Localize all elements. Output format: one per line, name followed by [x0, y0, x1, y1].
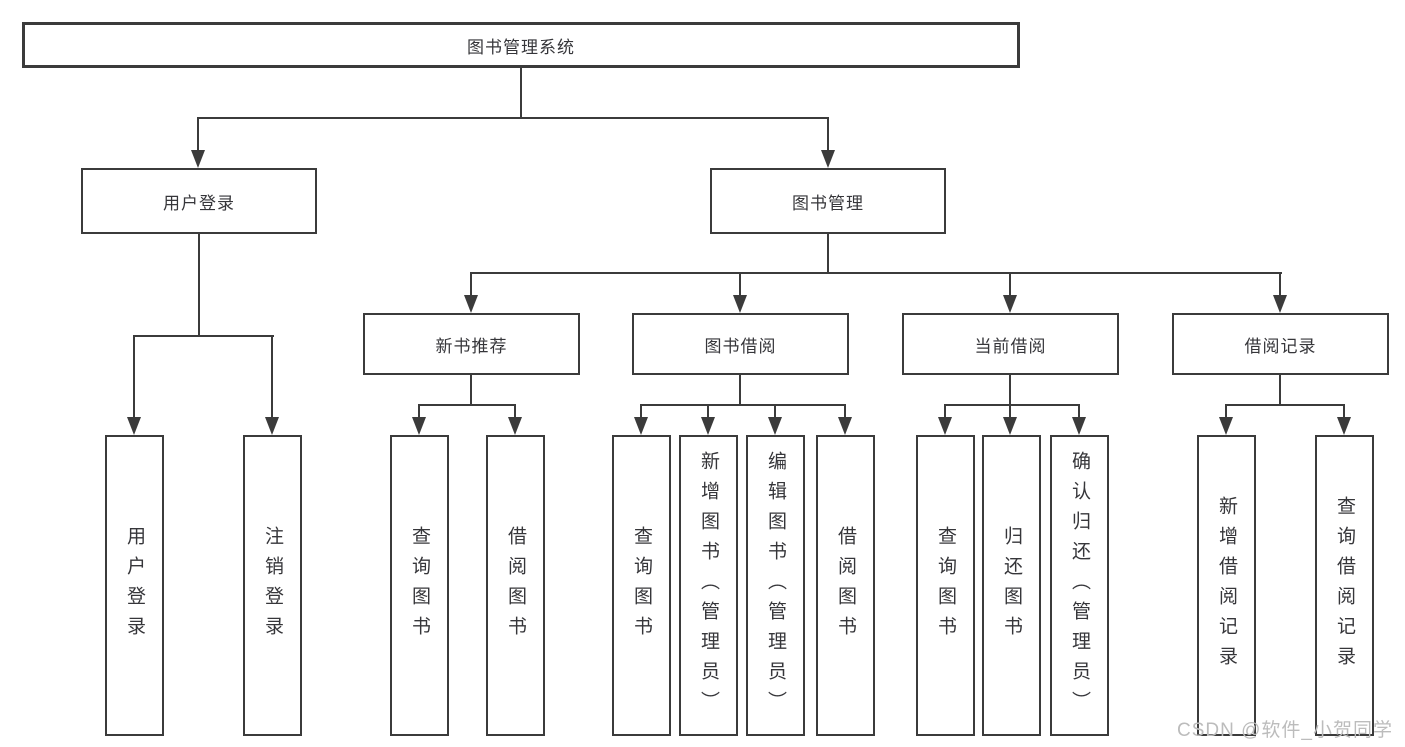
csdn-watermark: CSDN @软件_小贺同学: [1177, 720, 1393, 741]
leaf-query-borrow-record: 查询借阅记录: [1315, 435, 1374, 736]
connector-to-leaf: [640, 404, 642, 419]
connector-to-node: [470, 272, 472, 297]
leaf-borrow-books-recommend: 借阅图书: [486, 435, 545, 736]
arrow-down-icon: [821, 150, 835, 168]
leaf-label: 新增借阅记录: [1216, 495, 1237, 676]
leaf-query-books-borrow: 查询图书: [612, 435, 671, 736]
connector-to-leaf: [1078, 404, 1080, 419]
connector-records-stem: [1279, 375, 1281, 406]
leaf-label: 编辑图书（管理员）: [765, 450, 786, 721]
arrow-down-icon: [1003, 417, 1017, 435]
leaf-label: 查询借阅记录: [1334, 495, 1355, 676]
connector-to-node: [1279, 272, 1281, 297]
connector-current-rail: [944, 404, 1080, 406]
leaf-confirm-return-admin: 确认归还（管理员）: [1050, 435, 1109, 736]
leaf-add-book-admin: 新增图书（管理员）: [679, 435, 738, 736]
arrow-down-icon: [938, 417, 952, 435]
connector-to-leaf: [418, 404, 420, 419]
connector-to-leaf: [844, 404, 846, 419]
arrow-down-icon: [1072, 417, 1086, 435]
leaf-label: 确认归还（管理员）: [1069, 450, 1090, 721]
connector-to-leaf: [1225, 404, 1227, 419]
connector-to-leaf: [133, 335, 135, 419]
connector-to-leaf: [1009, 404, 1011, 419]
connector-to-leaf: [774, 404, 776, 419]
arrow-down-icon: [733, 295, 747, 313]
leaf-query-books-recommend: 查询图书: [390, 435, 449, 736]
connector-borrow-rail: [640, 404, 846, 406]
arrow-down-icon: [768, 417, 782, 435]
node-book-management: 图书管理: [710, 168, 946, 234]
node-book-borrow: 图书借阅: [632, 313, 849, 375]
arrow-down-icon: [1219, 417, 1233, 435]
connector-recommend-stem: [470, 375, 472, 406]
connector-book-mgmt-stem: [827, 234, 829, 274]
connector-book-mgmt-rail: [470, 272, 1282, 274]
arrow-down-icon: [191, 150, 205, 168]
connector-to-node: [1009, 272, 1011, 297]
connector-root-stem: [520, 68, 522, 118]
connector-root-to-book-management: [827, 117, 829, 152]
arrow-down-icon: [464, 295, 478, 313]
leaf-label: 借阅图书: [505, 525, 526, 646]
leaf-label: 查询图书: [935, 525, 956, 646]
connector-records-rail: [1225, 404, 1345, 406]
arrow-down-icon: [265, 417, 279, 435]
node-current-borrow: 当前借阅: [902, 313, 1119, 375]
connector-current-stem: [1009, 375, 1011, 406]
leaf-label: 归还图书: [1001, 525, 1022, 646]
leaf-return-book: 归还图书: [982, 435, 1041, 736]
leaf-label: 借阅图书: [835, 525, 856, 646]
leaf-edit-book-admin: 编辑图书（管理员）: [746, 435, 805, 736]
arrow-down-icon: [412, 417, 426, 435]
leaf-add-borrow-record: 新增借阅记录: [1197, 435, 1256, 736]
connector-to-leaf: [944, 404, 946, 419]
arrow-down-icon: [838, 417, 852, 435]
arrow-down-icon: [508, 417, 522, 435]
arrow-down-icon: [1337, 417, 1351, 435]
leaf-label: 新增图书（管理员）: [698, 450, 719, 721]
connector-to-node: [739, 272, 741, 297]
connector-recommend-rail: [418, 404, 516, 406]
leaf-label: 注销登录: [262, 525, 283, 646]
connector-to-leaf: [514, 404, 516, 419]
arrow-down-icon: [1273, 295, 1287, 313]
leaf-borrow-books: 借阅图书: [816, 435, 875, 736]
leaf-label: 用户登录: [124, 525, 145, 646]
connector-to-leaf: [271, 335, 273, 419]
node-new-book-recommend: 新书推荐: [363, 313, 580, 375]
node-borrow-records: 借阅记录: [1172, 313, 1389, 375]
connector-borrow-stem: [739, 375, 741, 406]
connector-to-leaf: [707, 404, 709, 419]
connector-user-login-rail: [133, 335, 274, 337]
arrow-down-icon: [701, 417, 715, 435]
connector-root-to-user-login: [197, 117, 199, 152]
leaf-label: 查询图书: [631, 525, 652, 646]
arrow-down-icon: [127, 417, 141, 435]
leaf-user-login: 用户登录: [105, 435, 164, 736]
node-user-login: 用户登录: [81, 168, 317, 234]
leaf-label: 查询图书: [409, 525, 430, 646]
leaf-query-books-current: 查询图书: [916, 435, 975, 736]
leaf-logout-login: 注销登录: [243, 435, 302, 736]
arrow-down-icon: [1003, 295, 1017, 313]
connector-root-rail: [197, 117, 829, 119]
arrow-down-icon: [634, 417, 648, 435]
connector-user-login-stem: [198, 234, 200, 337]
connector-to-leaf: [1343, 404, 1345, 419]
node-root: 图书管理系统: [22, 22, 1020, 68]
